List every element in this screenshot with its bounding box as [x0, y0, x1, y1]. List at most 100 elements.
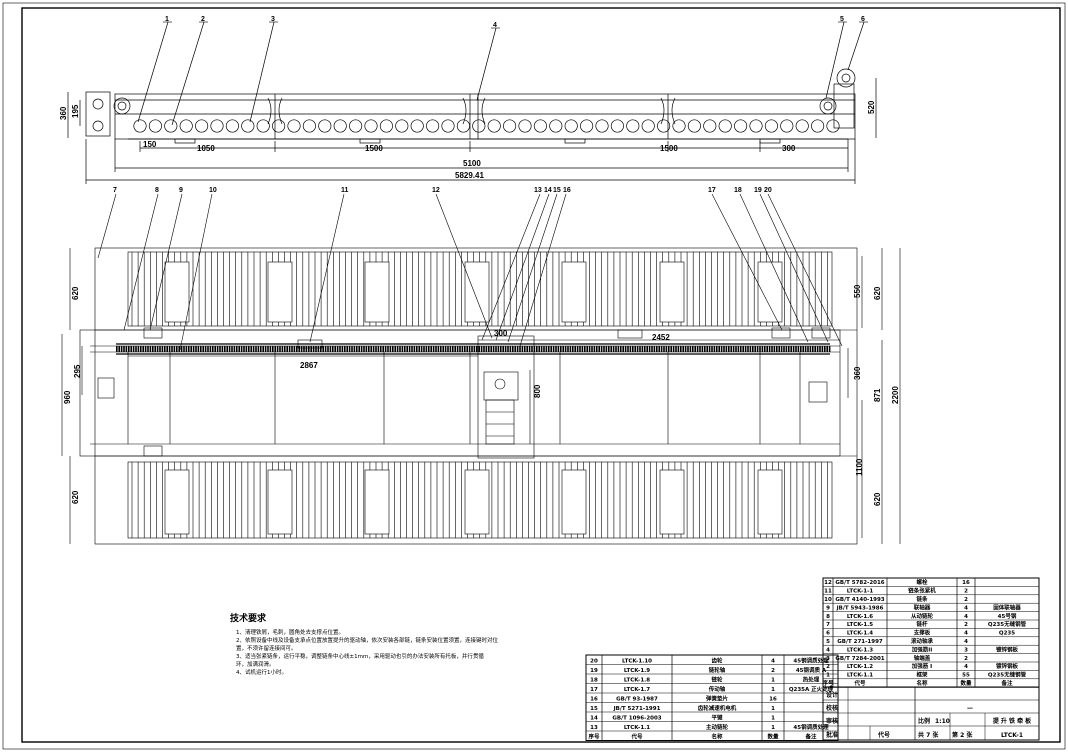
- bom-cell: 10: [824, 597, 832, 603]
- bom-header-cell: 代号: [630, 732, 643, 740]
- bom-cell: 45钢调质 A: [796, 666, 827, 674]
- callout-5: 5: [840, 16, 844, 23]
- bom-cell: Q235无缝钢管: [988, 671, 1027, 679]
- bom-cell: GB/T 93-1987: [616, 696, 658, 702]
- bom-cell: 17: [590, 687, 598, 693]
- bom-cell: 1: [771, 706, 775, 712]
- bom-cell: 链轮: [711, 675, 723, 683]
- dim-360-plan: 360: [853, 366, 862, 380]
- bom-cell: 12: [824, 580, 832, 586]
- design-label: 设计: [826, 691, 838, 699]
- bom-cell: 加强筋II: [911, 645, 933, 653]
- dim-300: 300: [782, 144, 796, 153]
- bom-cell: 镀锌钢板: [996, 645, 1019, 653]
- dim-150: 150: [143, 140, 157, 149]
- bom-cell: 3: [964, 647, 968, 653]
- bom-cell: 1: [771, 677, 775, 683]
- dim-520: 520: [867, 100, 876, 114]
- bom-cell: 8: [826, 614, 830, 620]
- check-label: 校核: [826, 704, 838, 712]
- code-label: 代号: [877, 731, 890, 739]
- bom-header-cell: 数量: [960, 679, 972, 687]
- bom-header-cell: 数量: [767, 732, 779, 740]
- bom-cell: 6: [826, 631, 830, 637]
- callout-3: 3: [271, 16, 275, 23]
- dim-2452: 2452: [652, 333, 670, 342]
- notes-body: 1、清理铁屑，毛刺，圆角处去支撑点位置。2、依照设备中线及设备支承点位置放置提升…: [236, 628, 499, 676]
- bom-cell: 框架: [916, 671, 928, 679]
- bom-cell: 7: [826, 622, 830, 628]
- callout-12: 12: [432, 187, 440, 194]
- callout-17: 17: [708, 187, 716, 194]
- bom-cell: 2: [826, 664, 830, 670]
- bom-header-cell: 代号: [853, 679, 866, 687]
- bom-cell: GB/T 4140-1993: [835, 597, 884, 603]
- bom-header-cell: 备注: [1000, 679, 1013, 687]
- dim-960: 960: [63, 390, 72, 404]
- callout-11: 11: [341, 187, 349, 194]
- callout-20: 20: [764, 187, 772, 194]
- bom-header-cell: 备注: [804, 732, 817, 740]
- bom-cell: 19: [590, 668, 598, 674]
- callout-6: 6: [861, 16, 865, 23]
- bom-cell: 固体联轴器: [993, 603, 1021, 611]
- bom-cell: 45号钢: [998, 612, 1017, 620]
- drawing-number: LTCK-1: [1001, 732, 1023, 739]
- dim-5829: 5829.41: [455, 171, 484, 180]
- callout-14: 14: [544, 187, 552, 194]
- callout-19: 19: [754, 187, 762, 194]
- note-line: 1、清理铁屑，毛刺，圆角处去支撑点位置。: [236, 628, 344, 636]
- elevation-view: [67, 21, 877, 184]
- inner-border: [21, 7, 1061, 743]
- dash: —: [967, 705, 973, 712]
- dim-1500-b: 1500: [660, 144, 678, 153]
- bom-cell: 2: [964, 656, 968, 662]
- bom-cell: LTCK-1.6: [847, 614, 873, 620]
- bom-cell: 4: [964, 639, 968, 645]
- bom-cell: 平键: [711, 713, 723, 721]
- bom-cell: 55: [962, 673, 970, 679]
- bom-cell: 16: [769, 696, 777, 702]
- dim-5100: 5100: [463, 159, 481, 168]
- audit-label: 审核: [826, 717, 838, 725]
- dim-1100: 1100: [855, 458, 864, 476]
- bom-cell: GB/T 7284-2001: [835, 656, 884, 662]
- callout-15: 15: [553, 187, 561, 194]
- bom-cell: 热处理: [803, 675, 820, 683]
- sheet-no: 第 2 张: [951, 731, 973, 739]
- bom-cell: 16: [962, 580, 970, 586]
- dim-2867: 2867: [300, 361, 318, 370]
- bom-cell: 镀锌钢板: [996, 662, 1019, 670]
- note-line: 4、试机运行1小时。: [236, 668, 287, 676]
- callout-13: 13: [534, 187, 542, 194]
- callout-10: 10: [209, 187, 217, 194]
- callout-7: 7: [113, 187, 117, 194]
- bom-cell: 主动链轮: [706, 723, 729, 731]
- bom-cell: 45钢调质处理: [793, 723, 829, 731]
- dim-550: 550: [853, 284, 862, 298]
- plan-view: [61, 193, 901, 545]
- bom-cell: GB/T 1096-2003: [612, 715, 661, 721]
- notes-title: 技术要求: [230, 612, 267, 624]
- bom-cell: 齿轮: [711, 656, 723, 664]
- callout-18: 18: [734, 187, 742, 194]
- dim-1050: 1050: [197, 144, 215, 153]
- bom-cell: 2: [771, 668, 775, 674]
- bom-cell: 1: [771, 687, 775, 693]
- bom-cell: LTCK-1.8: [624, 677, 650, 683]
- bom-cell: LTCK-1.2: [847, 664, 873, 670]
- bom-cell: 4: [826, 647, 830, 653]
- bom-cell: 11: [824, 589, 832, 595]
- bom-cell: 螺栓: [916, 578, 928, 586]
- bom-cell: LTCK-1.9: [624, 668, 650, 674]
- dim-620-right-top: 620: [873, 286, 882, 300]
- dim-620-left-bot: 620: [71, 490, 80, 504]
- drawing-title: 提 升 铁 牵 板: [993, 717, 1032, 725]
- bom-cell: Q235无缝钢管: [988, 620, 1027, 628]
- bom-cell: 2: [964, 597, 968, 603]
